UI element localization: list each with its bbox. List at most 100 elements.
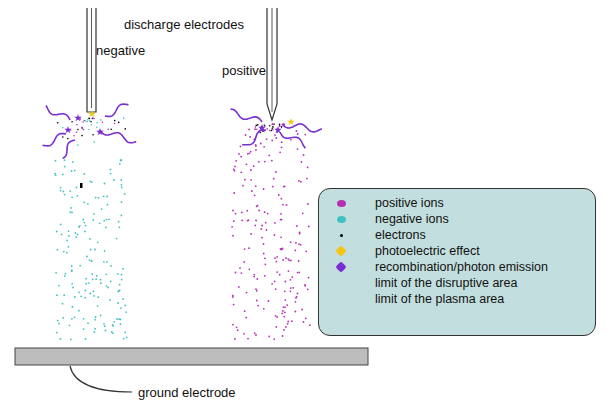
positive-ion: [237, 329, 239, 331]
legend-swatch: [335, 261, 346, 272]
negative-ion: [107, 204, 109, 206]
tip-particle: [114, 120, 116, 122]
legend-text: recombination/photon emission: [375, 261, 548, 274]
positive-ion: [240, 156, 242, 158]
positive-ion: [265, 222, 267, 224]
negative-ion: [89, 259, 91, 261]
negative-ion: [68, 235, 70, 237]
negative-ion: [124, 193, 126, 195]
positive-electrode: [267, 8, 277, 120]
tip-particle: [272, 129, 274, 131]
positive-ion: [298, 260, 300, 262]
photon-wave: [282, 124, 322, 132]
negative-ion: [71, 270, 73, 272]
positive-ion: [275, 326, 277, 328]
tip-particle: [256, 129, 258, 131]
positive-ion: [273, 178, 275, 180]
positive-ion: [297, 133, 299, 135]
positive-ion: [284, 290, 286, 292]
positive-ion: [279, 274, 281, 276]
negative-ion: [105, 227, 107, 229]
tip-particle: [91, 124, 93, 126]
positive-ion: [275, 137, 277, 139]
negative-ion: [84, 231, 86, 233]
negative-ion: [120, 323, 122, 325]
legend-row: photoelectric effect: [319, 244, 595, 260]
negative-ion: [62, 317, 64, 319]
positive-ion: [281, 219, 283, 221]
positive-ion: [267, 213, 269, 215]
positive-ion: [258, 210, 260, 212]
tip-particle: [259, 132, 261, 134]
positive-ion: [239, 267, 241, 269]
tip-particle: [89, 118, 91, 120]
negative-ion: [94, 249, 96, 251]
legend-text: negative ions: [375, 213, 449, 226]
negative-ion: [116, 318, 118, 320]
positive-ion: [274, 257, 276, 259]
tip-particle: [123, 117, 125, 119]
positive-ion: [254, 225, 256, 227]
negative-ion: [68, 230, 70, 232]
positive-ion: [284, 299, 286, 301]
positive-ion: [234, 166, 236, 168]
positive-ion: [295, 242, 297, 244]
negative-ion: [117, 273, 119, 275]
positive-ion: [253, 276, 255, 278]
negative-ion: [93, 213, 95, 215]
photon-wave: [280, 132, 306, 148]
negative-ion: [89, 293, 91, 295]
tip-particle: [88, 118, 90, 120]
negative-ion: [64, 159, 66, 161]
negative-ion: [71, 265, 73, 267]
positive-ion: [307, 167, 309, 169]
tip-particle: [86, 121, 88, 123]
positive-ion: [243, 333, 245, 335]
positive-ion: [284, 281, 286, 283]
positive-ion: [300, 181, 302, 183]
recombination-star: [74, 114, 82, 121]
positive-ion: [251, 190, 253, 192]
positive-ion: [303, 321, 305, 323]
positive-ion: [240, 145, 242, 147]
tip-particle: [118, 122, 120, 124]
negative-ion: [110, 169, 112, 171]
positive-ion: [298, 243, 300, 245]
negative-ion: [76, 187, 78, 189]
legend-text: electrons: [375, 229, 426, 242]
negative-ion: [77, 234, 79, 236]
positive-ion: [308, 277, 310, 279]
tip-particle: [90, 121, 92, 123]
tip-particle: [57, 122, 59, 124]
tip-particle: [85, 120, 87, 122]
positive-ion: [281, 141, 283, 143]
negative-ion: [77, 195, 79, 197]
positive-ion: [235, 213, 237, 215]
photoelectric-star: [88, 110, 96, 117]
positive-ion: [255, 149, 257, 151]
negative-ion: [56, 332, 58, 334]
negative-ion: [61, 234, 63, 236]
negative-ion: [55, 174, 57, 176]
positive-ion: [244, 179, 246, 181]
photon-wave: [230, 109, 262, 122]
positive-ion: [288, 270, 290, 272]
negative-ion: [58, 285, 60, 287]
negative-ion: [74, 316, 76, 318]
positive-ion: [264, 263, 266, 265]
positive-ion: [282, 259, 284, 261]
tip-particle: [81, 135, 83, 137]
negative-ion: [94, 319, 96, 321]
legend-row: positive ions: [319, 196, 595, 212]
positive-ion: [291, 320, 293, 322]
positive-ion: [261, 237, 263, 239]
negative-ion: [95, 316, 97, 318]
negative-ion: [60, 187, 62, 189]
tip-particle: [62, 127, 64, 129]
positive-ion: [281, 147, 283, 149]
negative-ion: [69, 211, 71, 213]
negative-ion: [104, 250, 106, 252]
positive-ion: [241, 272, 243, 274]
negative-ion: [121, 187, 123, 189]
positive-ion: [258, 161, 260, 163]
